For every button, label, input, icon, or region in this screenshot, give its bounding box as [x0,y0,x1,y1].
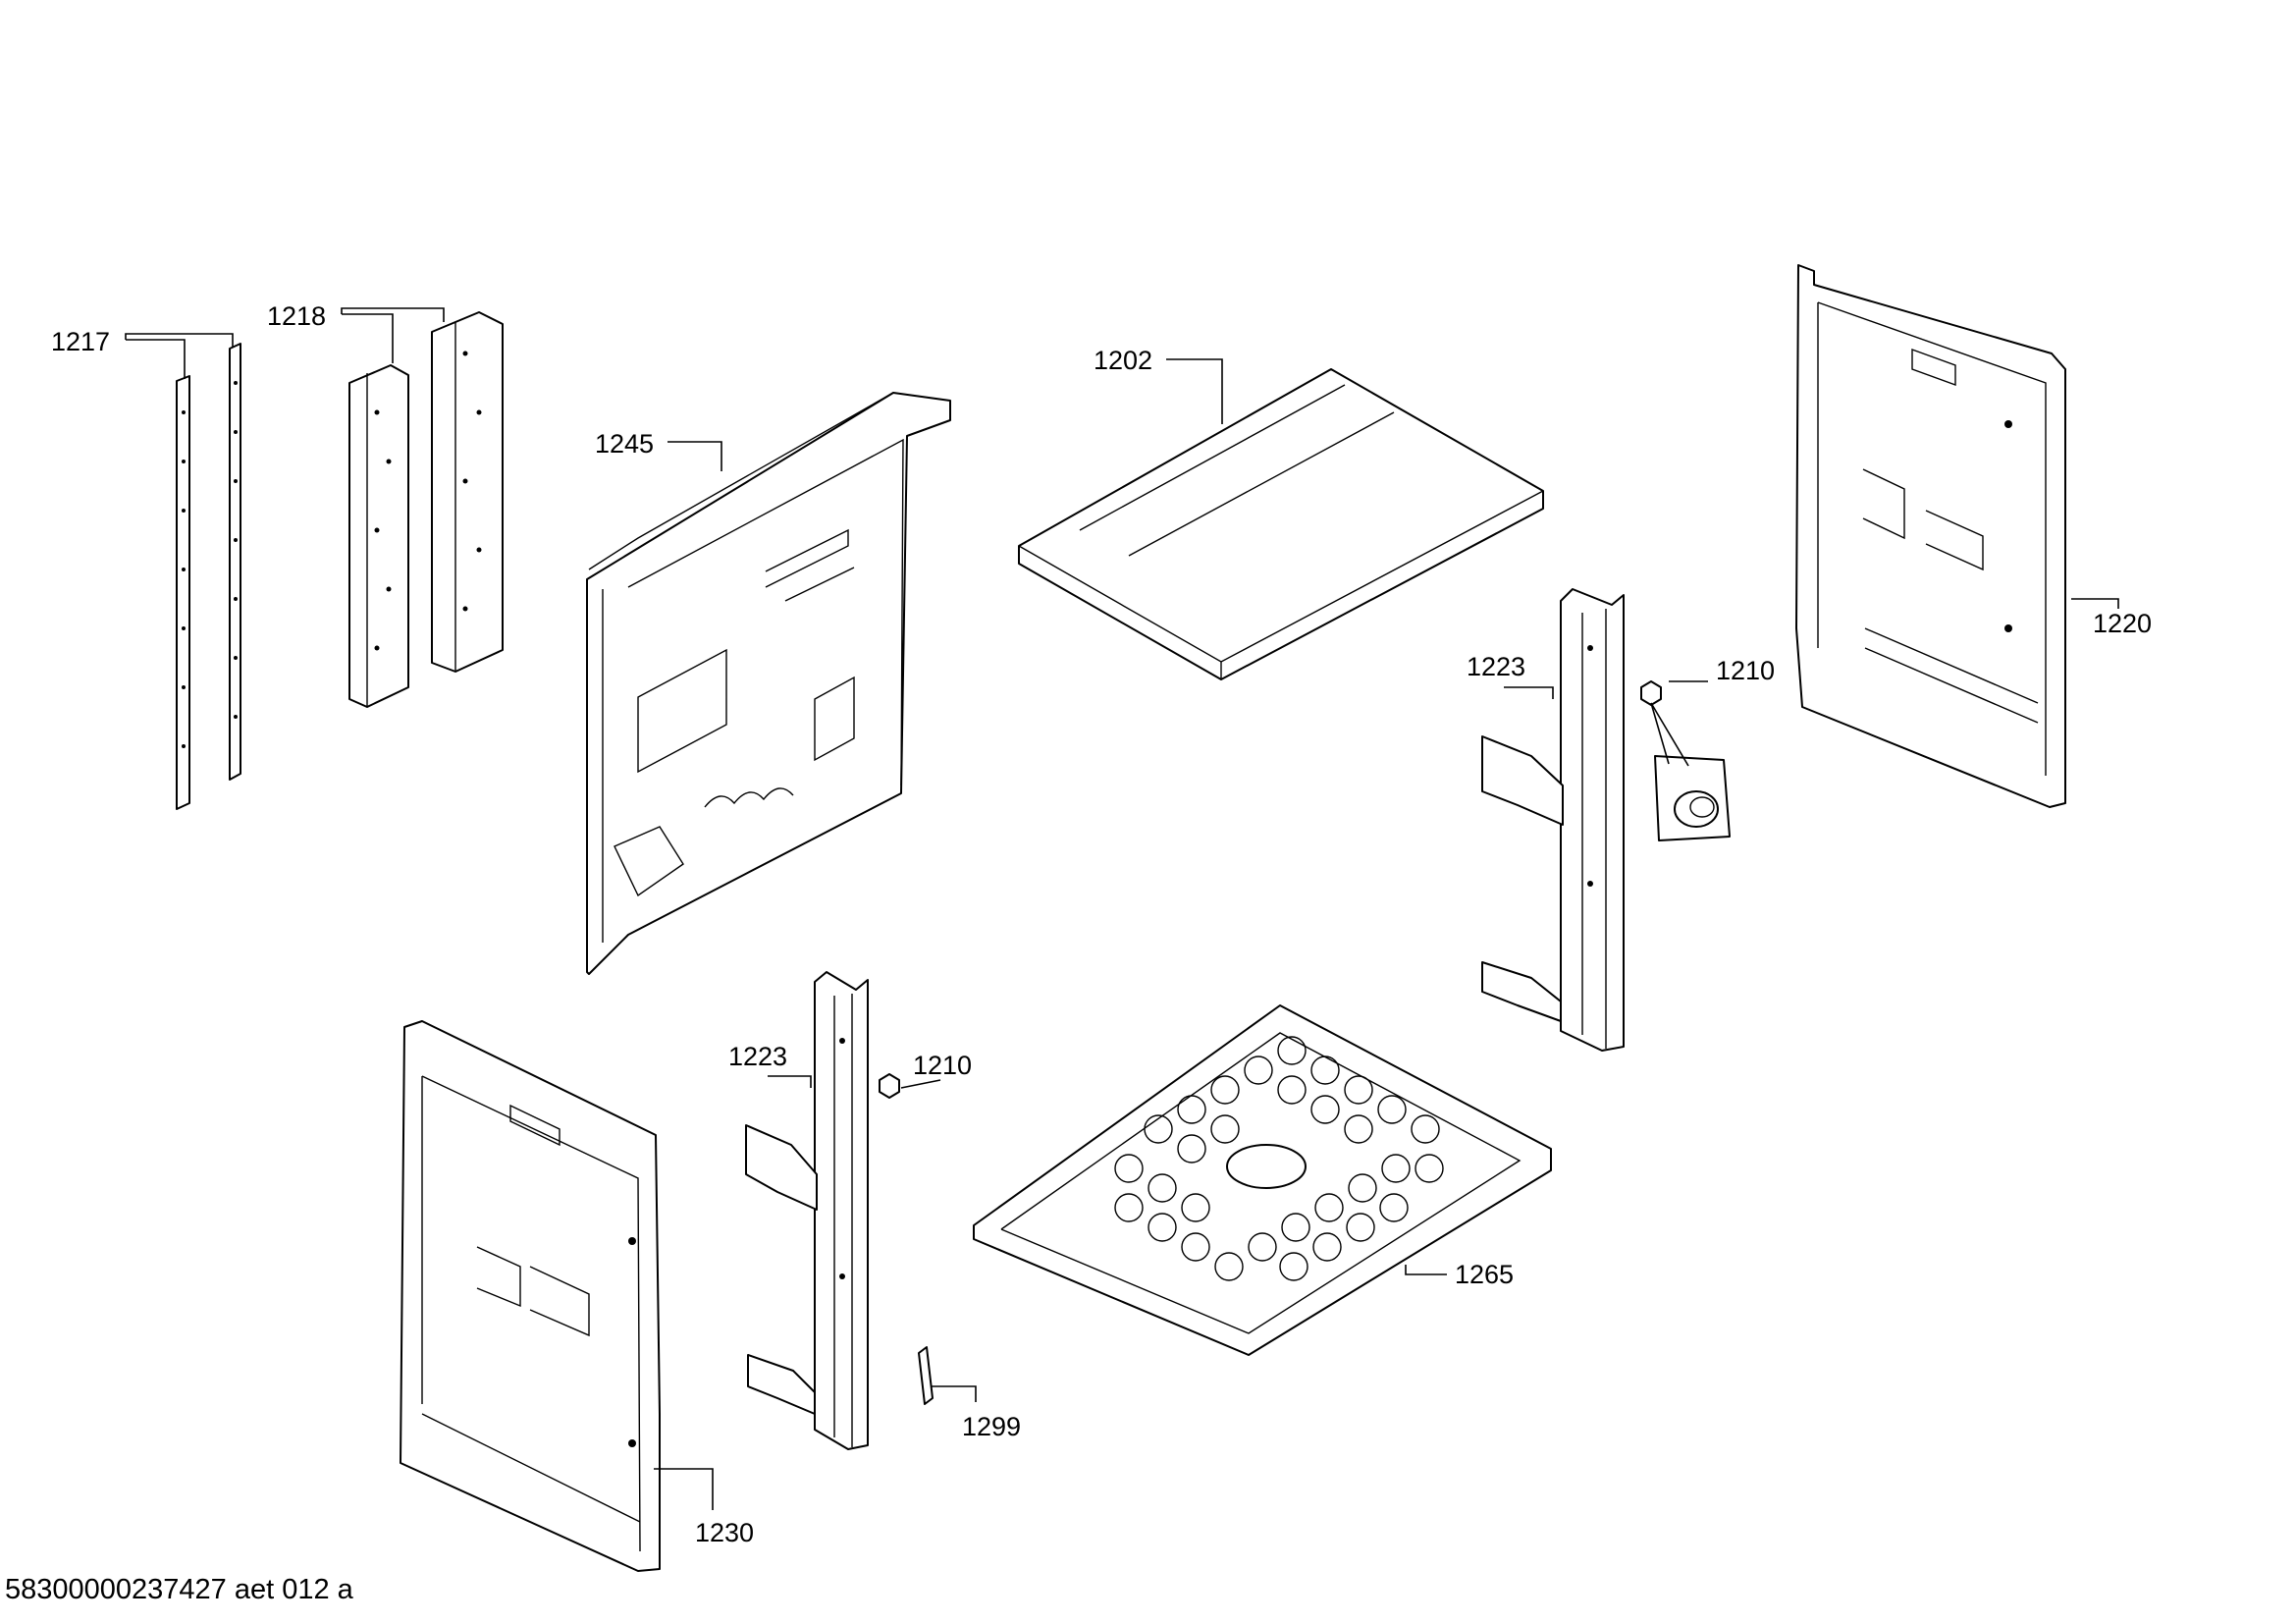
part-1245-rear-panel[interactable] [586,392,951,975]
callout-label-1210-lower: 1210 [913,1051,972,1080]
callout-label-1223-lower: 1223 [728,1042,787,1071]
part-1218-angle-brackets[interactable] [348,311,504,708]
callout-label-1245: 1245 [595,429,654,459]
part-1202-top-plate[interactable] [1018,368,1544,680]
callout-1223-lower: 1223 [728,1042,812,1088]
callout-1202: 1202 [1094,346,1223,424]
part-1210-lower-clip[interactable] [879,1073,900,1099]
part-1299-label-plate[interactable] [918,1346,934,1405]
callout-1210-lower: 1210 [900,1051,972,1089]
callout-label-1265: 1265 [1455,1260,1514,1289]
callout-label-1202: 1202 [1094,346,1152,375]
callout-label-1230: 1230 [695,1518,754,1547]
part-1217-side-rails[interactable] [176,343,241,810]
part-1223-lower-rail-bracket[interactable] [745,971,869,1450]
callout-1299: 1299 [931,1385,1021,1441]
callout-label-1210-upper: 1210 [1716,656,1775,685]
callout-1265: 1265 [1405,1260,1514,1289]
callout-1210-upper: 1210 [1669,656,1775,685]
callout-1217: 1217 [51,327,234,379]
callout-1223-upper: 1223 [1467,652,1554,699]
callout-label-1223-upper: 1223 [1467,652,1525,681]
callout-1220: 1220 [2071,598,2152,638]
callout-label-1220: 1220 [2093,609,2152,638]
callout-1245: 1245 [595,429,722,471]
callout-label-1299: 1299 [962,1412,1021,1441]
part-1210-upper-clip[interactable] [1640,680,1731,841]
callout-1218: 1218 [267,301,445,363]
callout-label-1217: 1217 [51,327,110,356]
part-1223-upper-rail-bracket[interactable] [1481,588,1625,1052]
part-1230-left-side-panel[interactable] [400,1020,661,1572]
callout-1230: 1230 [654,1468,754,1547]
part-1220-right-side-panel[interactable] [1795,264,2066,808]
document-id: 58300000237427 aet 012 a [5,1574,354,1605]
part-1265-bottom-tray[interactable] [973,1004,1552,1356]
callout-label-1218: 1218 [267,301,326,331]
